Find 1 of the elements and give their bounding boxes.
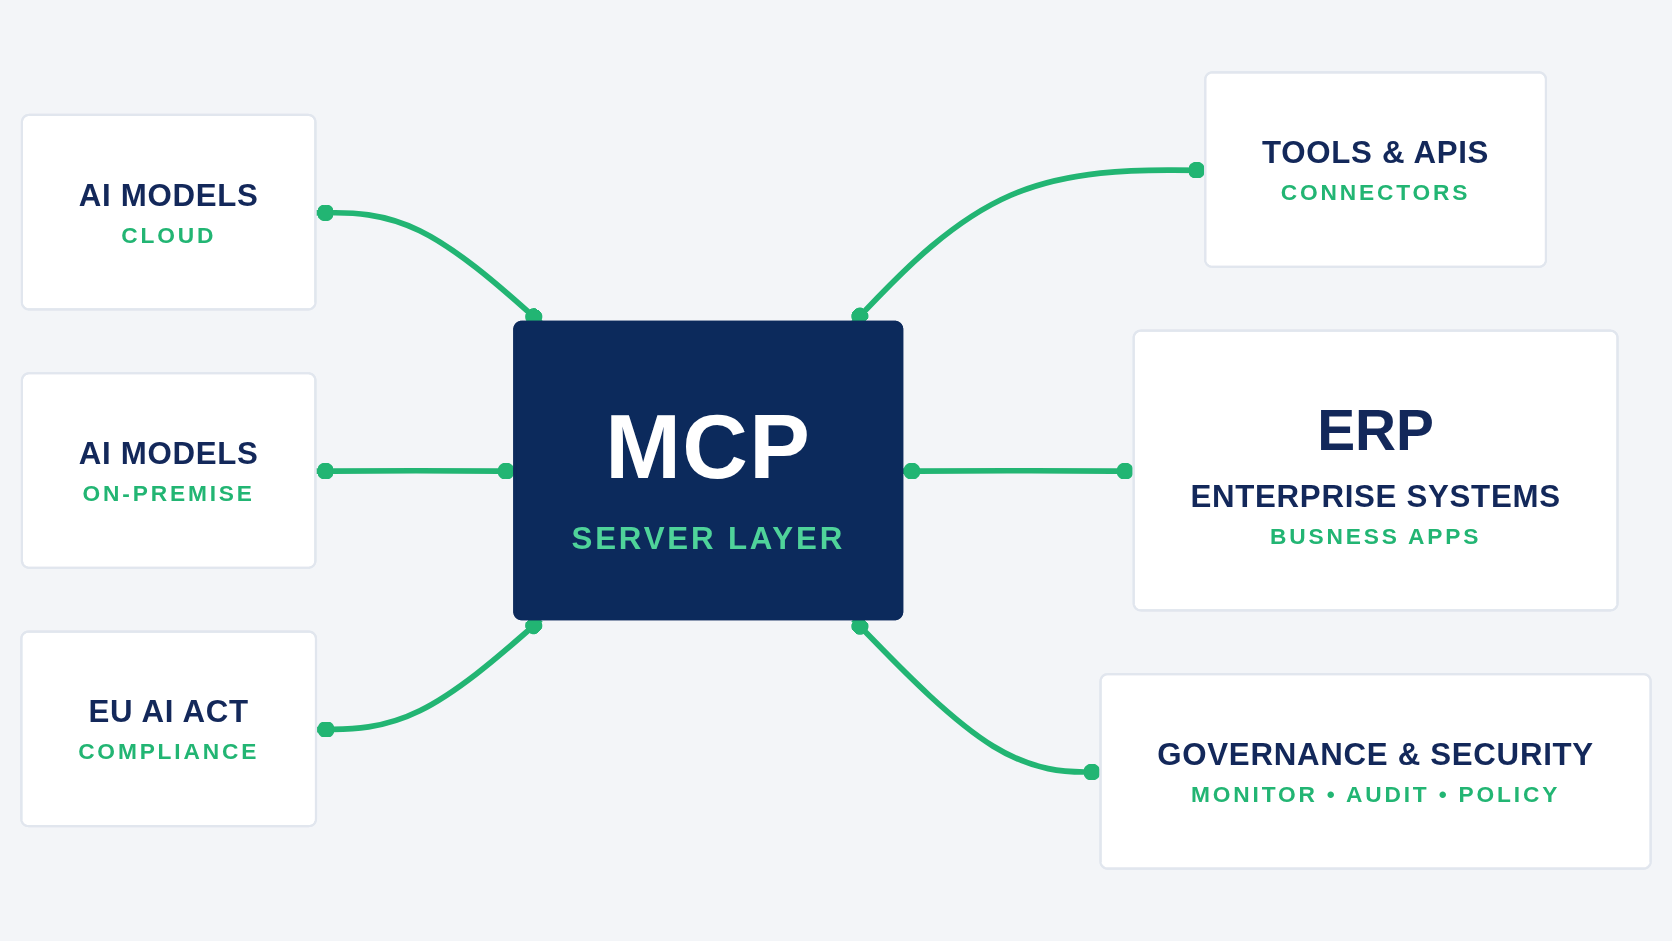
connector — [316, 617, 543, 739]
